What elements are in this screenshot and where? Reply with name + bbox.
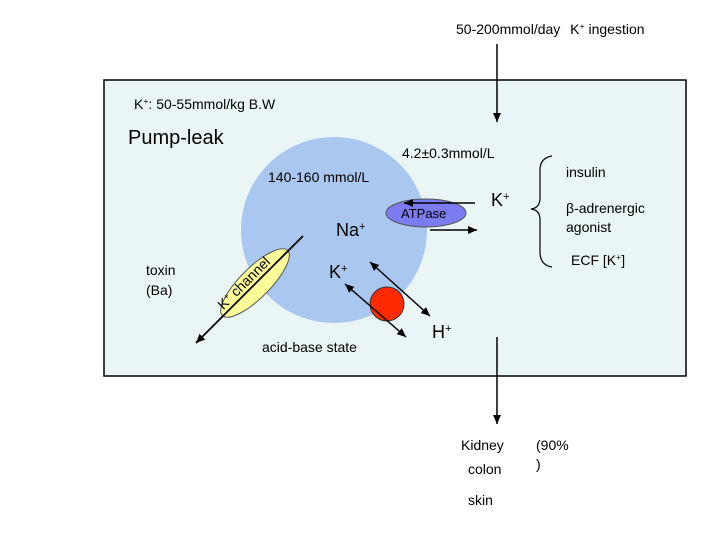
na-label: Na+: [336, 221, 366, 239]
regulator-ecf-k-prefix: ECF [K: [571, 252, 617, 268]
na-charge: +: [359, 220, 366, 233]
atpase-label: ATPase: [401, 206, 447, 221]
body-k-amount: : 50-55mmol/kg B.W: [148, 96, 276, 112]
regulator-agonist: agonist: [566, 219, 612, 235]
k-leak-arrow: [195, 235, 304, 344]
body-k-charge: +: [143, 96, 149, 107]
icf-k-label: K+: [329, 263, 348, 281]
h-label: H+: [432, 323, 452, 341]
regulator-brace: [530, 155, 553, 268]
body-k-ion: K: [134, 96, 144, 112]
h-charge: +: [445, 322, 452, 335]
ingestion-label: 50-200mmol/day K+ ingestion: [456, 22, 645, 36]
ecf-k-label: K+: [491, 191, 510, 209]
body-k-label: K+: 50-55mmol/kg B.W: [134, 97, 275, 111]
icf-concentration: 140-160 mmol/L: [268, 169, 370, 185]
excretion-colon: colon: [468, 461, 502, 477]
excretion-kidney: Kidney: [461, 437, 504, 453]
ingestion-amount: 50-200mmol/day: [456, 21, 561, 37]
diagram-title: Pump-leak: [128, 127, 224, 149]
h-ion: H: [432, 322, 445, 342]
ecf-k-charge: +: [503, 190, 510, 203]
cell: [241, 137, 427, 323]
regulator-beta-adrenergic: β-adrenergic: [566, 200, 645, 216]
toxin-example: (Ba): [146, 282, 173, 298]
ingestion-ion: K: [570, 21, 580, 37]
icf-k-charge: +: [341, 262, 348, 275]
regulator-ecf-k-suffix: ]: [621, 252, 626, 268]
excretion-percent: (90%: [536, 437, 569, 453]
regulator-insulin: insulin: [566, 164, 606, 180]
regulator-ecf-k-charge: +: [616, 252, 622, 263]
h-pump-circle: [369, 286, 405, 322]
regulator-ecf-k: ECF [K+]: [571, 253, 625, 267]
toxin-label: toxin: [146, 262, 176, 278]
excretion-percent-close: ): [536, 456, 541, 472]
k-h-exchange-arrow-2b: [344, 283, 407, 338]
icf-k-ion: K: [329, 262, 342, 282]
ecf-concentration: 4.2±0.3mmol/L: [402, 145, 495, 161]
ecf-k-ion: K: [491, 190, 504, 210]
acid-base-label: acid-base state: [262, 339, 357, 355]
ingestion-ion-charge: +: [579, 21, 585, 32]
k-h-exchange-arrow-1b: [369, 261, 431, 317]
ingestion-suffix: ingestion: [588, 21, 645, 37]
excretion-skin: skin: [468, 492, 493, 508]
na-ion: Na: [336, 220, 360, 240]
